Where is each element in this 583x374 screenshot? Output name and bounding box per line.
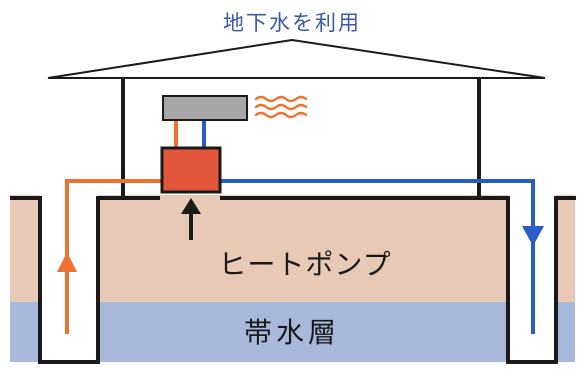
warm-well-pipe xyxy=(65,179,162,334)
house-roof xyxy=(47,38,546,79)
aquifer-label: 帯水層 xyxy=(244,316,340,349)
arrow-down-icon xyxy=(522,226,544,246)
aquifer-layer xyxy=(10,302,575,362)
left-well-outline xyxy=(10,196,160,364)
heat-pump-pointer-arrow xyxy=(181,198,201,240)
indoor-unit xyxy=(162,95,248,121)
heat-pump-label: ヒートポンプ xyxy=(218,248,391,281)
arrow-up-icon xyxy=(57,252,77,272)
right-well-outline xyxy=(220,196,576,364)
cool-well-pipe xyxy=(220,179,535,334)
ground-layer xyxy=(10,195,575,307)
heat-waves-icon xyxy=(254,95,308,119)
heat-pump-unit xyxy=(160,146,222,194)
diagram-title: 地下水を利用 xyxy=(223,11,361,35)
